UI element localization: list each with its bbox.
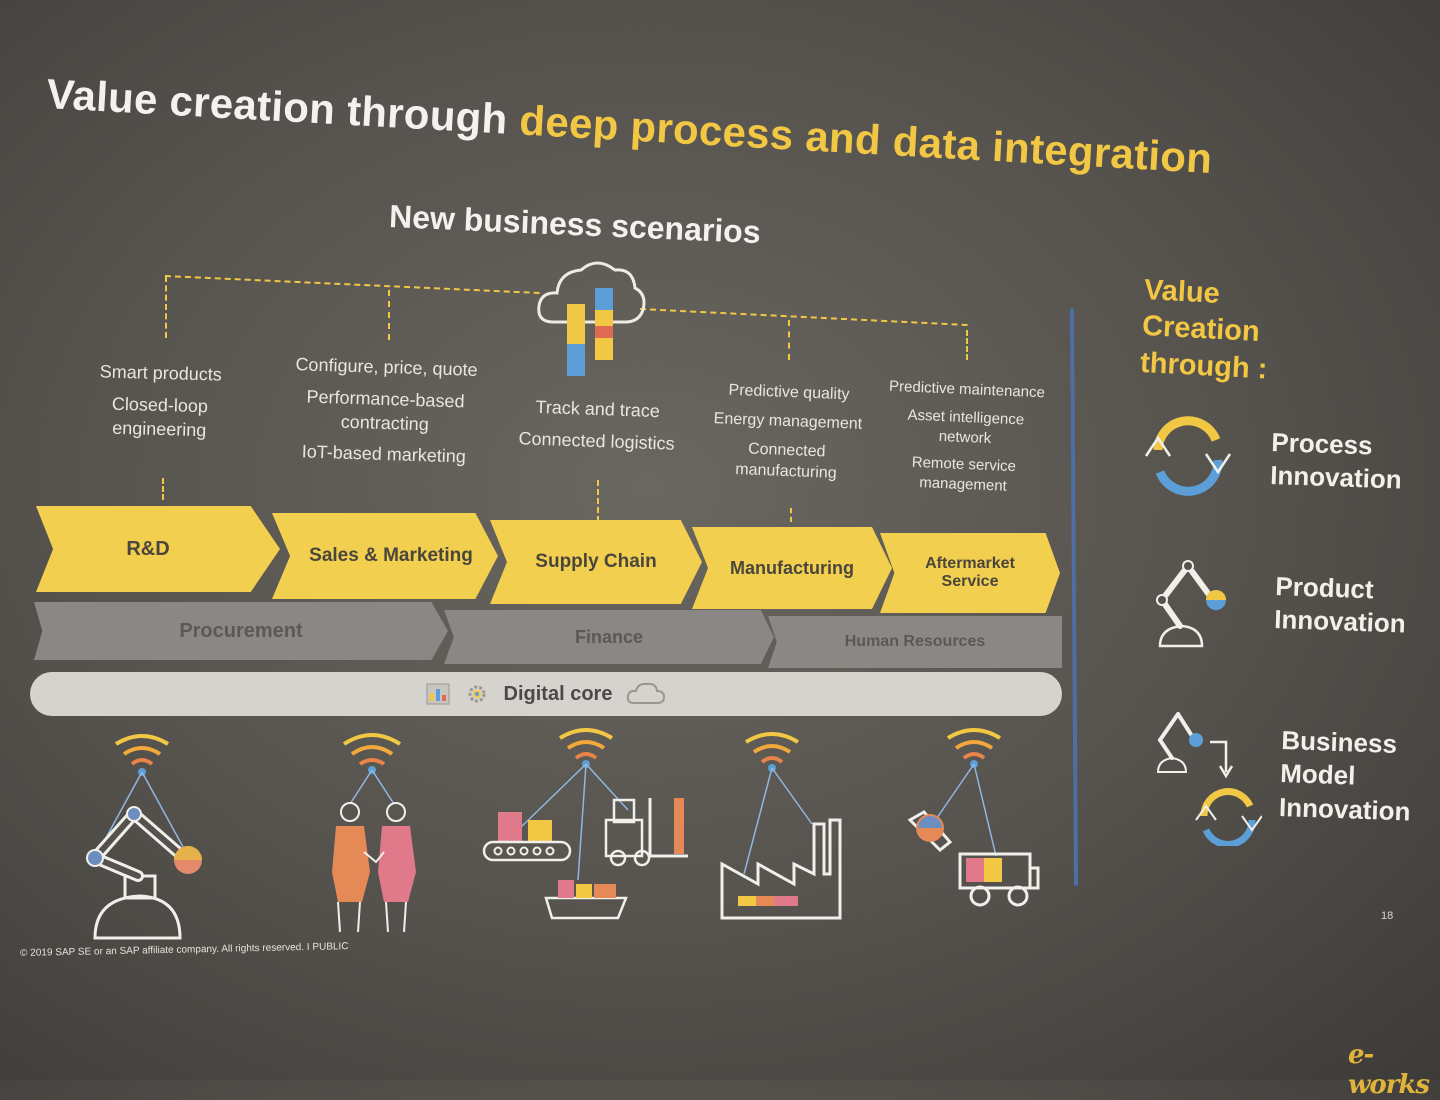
scenario-item: Connected logistics bbox=[518, 428, 675, 454]
connector-top-right bbox=[639, 308, 968, 327]
scenario-item: Predictive quality bbox=[728, 381, 850, 404]
connector-top-left bbox=[164, 275, 540, 295]
title-highlight: deep process and data integration bbox=[518, 96, 1214, 183]
connector-drop-5 bbox=[966, 330, 968, 360]
page-number: 18 bbox=[1381, 910, 1394, 922]
connector-drop-1 bbox=[165, 276, 167, 338]
scenario-item: Predictive maintenance bbox=[888, 377, 1046, 402]
scenario-item: Asset intelligence network bbox=[907, 406, 1025, 447]
slide-title: Value creation through deep process and … bbox=[45, 70, 1213, 183]
support-procurement: Procurement bbox=[34, 602, 448, 660]
panel-divider bbox=[1069, 307, 1079, 887]
title-prefix: Value creation through bbox=[45, 70, 521, 144]
scenario-item: Closed-loop engineering bbox=[111, 393, 209, 440]
robot-arm-icon bbox=[86, 734, 202, 940]
value-chain-rnd: R&D bbox=[36, 506, 280, 592]
digital-core-bar: Digital core bbox=[30, 672, 1062, 716]
cloud-icon bbox=[627, 682, 666, 704]
support-label: Human Resources bbox=[844, 633, 986, 650]
scenario-group-aftermarket: Predictive maintenance Asset intelligenc… bbox=[878, 376, 1053, 498]
scenario-item: Remote service management bbox=[911, 454, 1017, 495]
factory-icon bbox=[720, 732, 842, 920]
support-human-resources: Human Resources bbox=[768, 616, 1062, 668]
connector-stub-4 bbox=[790, 508, 792, 522]
scenario-group-supply: Track and trace Connected logistics bbox=[511, 395, 683, 464]
connector-drop-4 bbox=[788, 320, 790, 360]
connector-drop-2 bbox=[388, 290, 390, 340]
value-chain-label: Sales & Marketing bbox=[309, 545, 473, 566]
scenario-group-manufacturing: Predictive quality Energy management Con… bbox=[703, 379, 872, 486]
value-chain-manufacturing: Manufacturing bbox=[692, 527, 892, 609]
robot-arm-icon bbox=[1156, 560, 1226, 648]
gear-icon bbox=[468, 685, 486, 703]
support-finance: Finance bbox=[444, 610, 774, 664]
right-panel-title: Value Creation through : bbox=[1139, 273, 1269, 386]
value-chain-label: Manufacturing bbox=[730, 557, 854, 578]
scenario-item: Performance-based contracting bbox=[306, 386, 465, 434]
robot-cycle-icon bbox=[1156, 712, 1262, 846]
scenario-item: Connected manufacturing bbox=[734, 440, 837, 483]
right-item-business-model-innovation: Business Model Innovation bbox=[1278, 724, 1412, 827]
scenario-group-rnd: Smart products Closed-loop engineering bbox=[79, 360, 241, 443]
logistics-icon bbox=[482, 728, 688, 920]
watermark-logo: e-works bbox=[1348, 1040, 1430, 1100]
value-chain-label: R&D bbox=[126, 537, 170, 560]
support-label: Finance bbox=[574, 626, 644, 647]
value-chain-supply-chain: Supply Chain bbox=[490, 520, 702, 604]
scenario-item: IoT-based marketing bbox=[301, 441, 467, 467]
cycle-arrows-icon bbox=[1144, 416, 1232, 496]
value-chain-label: Aftermarket Service bbox=[925, 555, 1015, 590]
value-chain-label: Supply Chain bbox=[535, 551, 657, 572]
value-chain-sales-marketing: Sales & Marketing bbox=[272, 513, 498, 599]
analytics-icon bbox=[426, 683, 450, 705]
scenario-item: Energy management bbox=[713, 410, 863, 433]
right-item-process-innovation: Process Innovation bbox=[1269, 426, 1403, 495]
support-label: Procurement bbox=[179, 619, 303, 642]
scenario-item: Smart products bbox=[99, 361, 223, 385]
handshake-icon bbox=[332, 733, 416, 933]
value-chain-aftermarket-service: Aftermarket Service bbox=[880, 533, 1060, 613]
scenario-group-sales: Configure, price, quote Performance-base… bbox=[283, 353, 487, 478]
slide-subtitle: New business scenarios bbox=[388, 198, 762, 251]
right-item-product-innovation: Product Innovation bbox=[1273, 570, 1407, 639]
service-truck-icon bbox=[907, 728, 1040, 907]
cloud-data-icon bbox=[537, 261, 646, 376]
connector-stub-3 bbox=[597, 480, 599, 522]
digital-core-label: Digital core bbox=[503, 682, 613, 705]
scenario-item: Configure, price, quote bbox=[295, 354, 478, 380]
scenario-item: Track and trace bbox=[535, 396, 661, 422]
connector-stub-1 bbox=[162, 478, 164, 500]
